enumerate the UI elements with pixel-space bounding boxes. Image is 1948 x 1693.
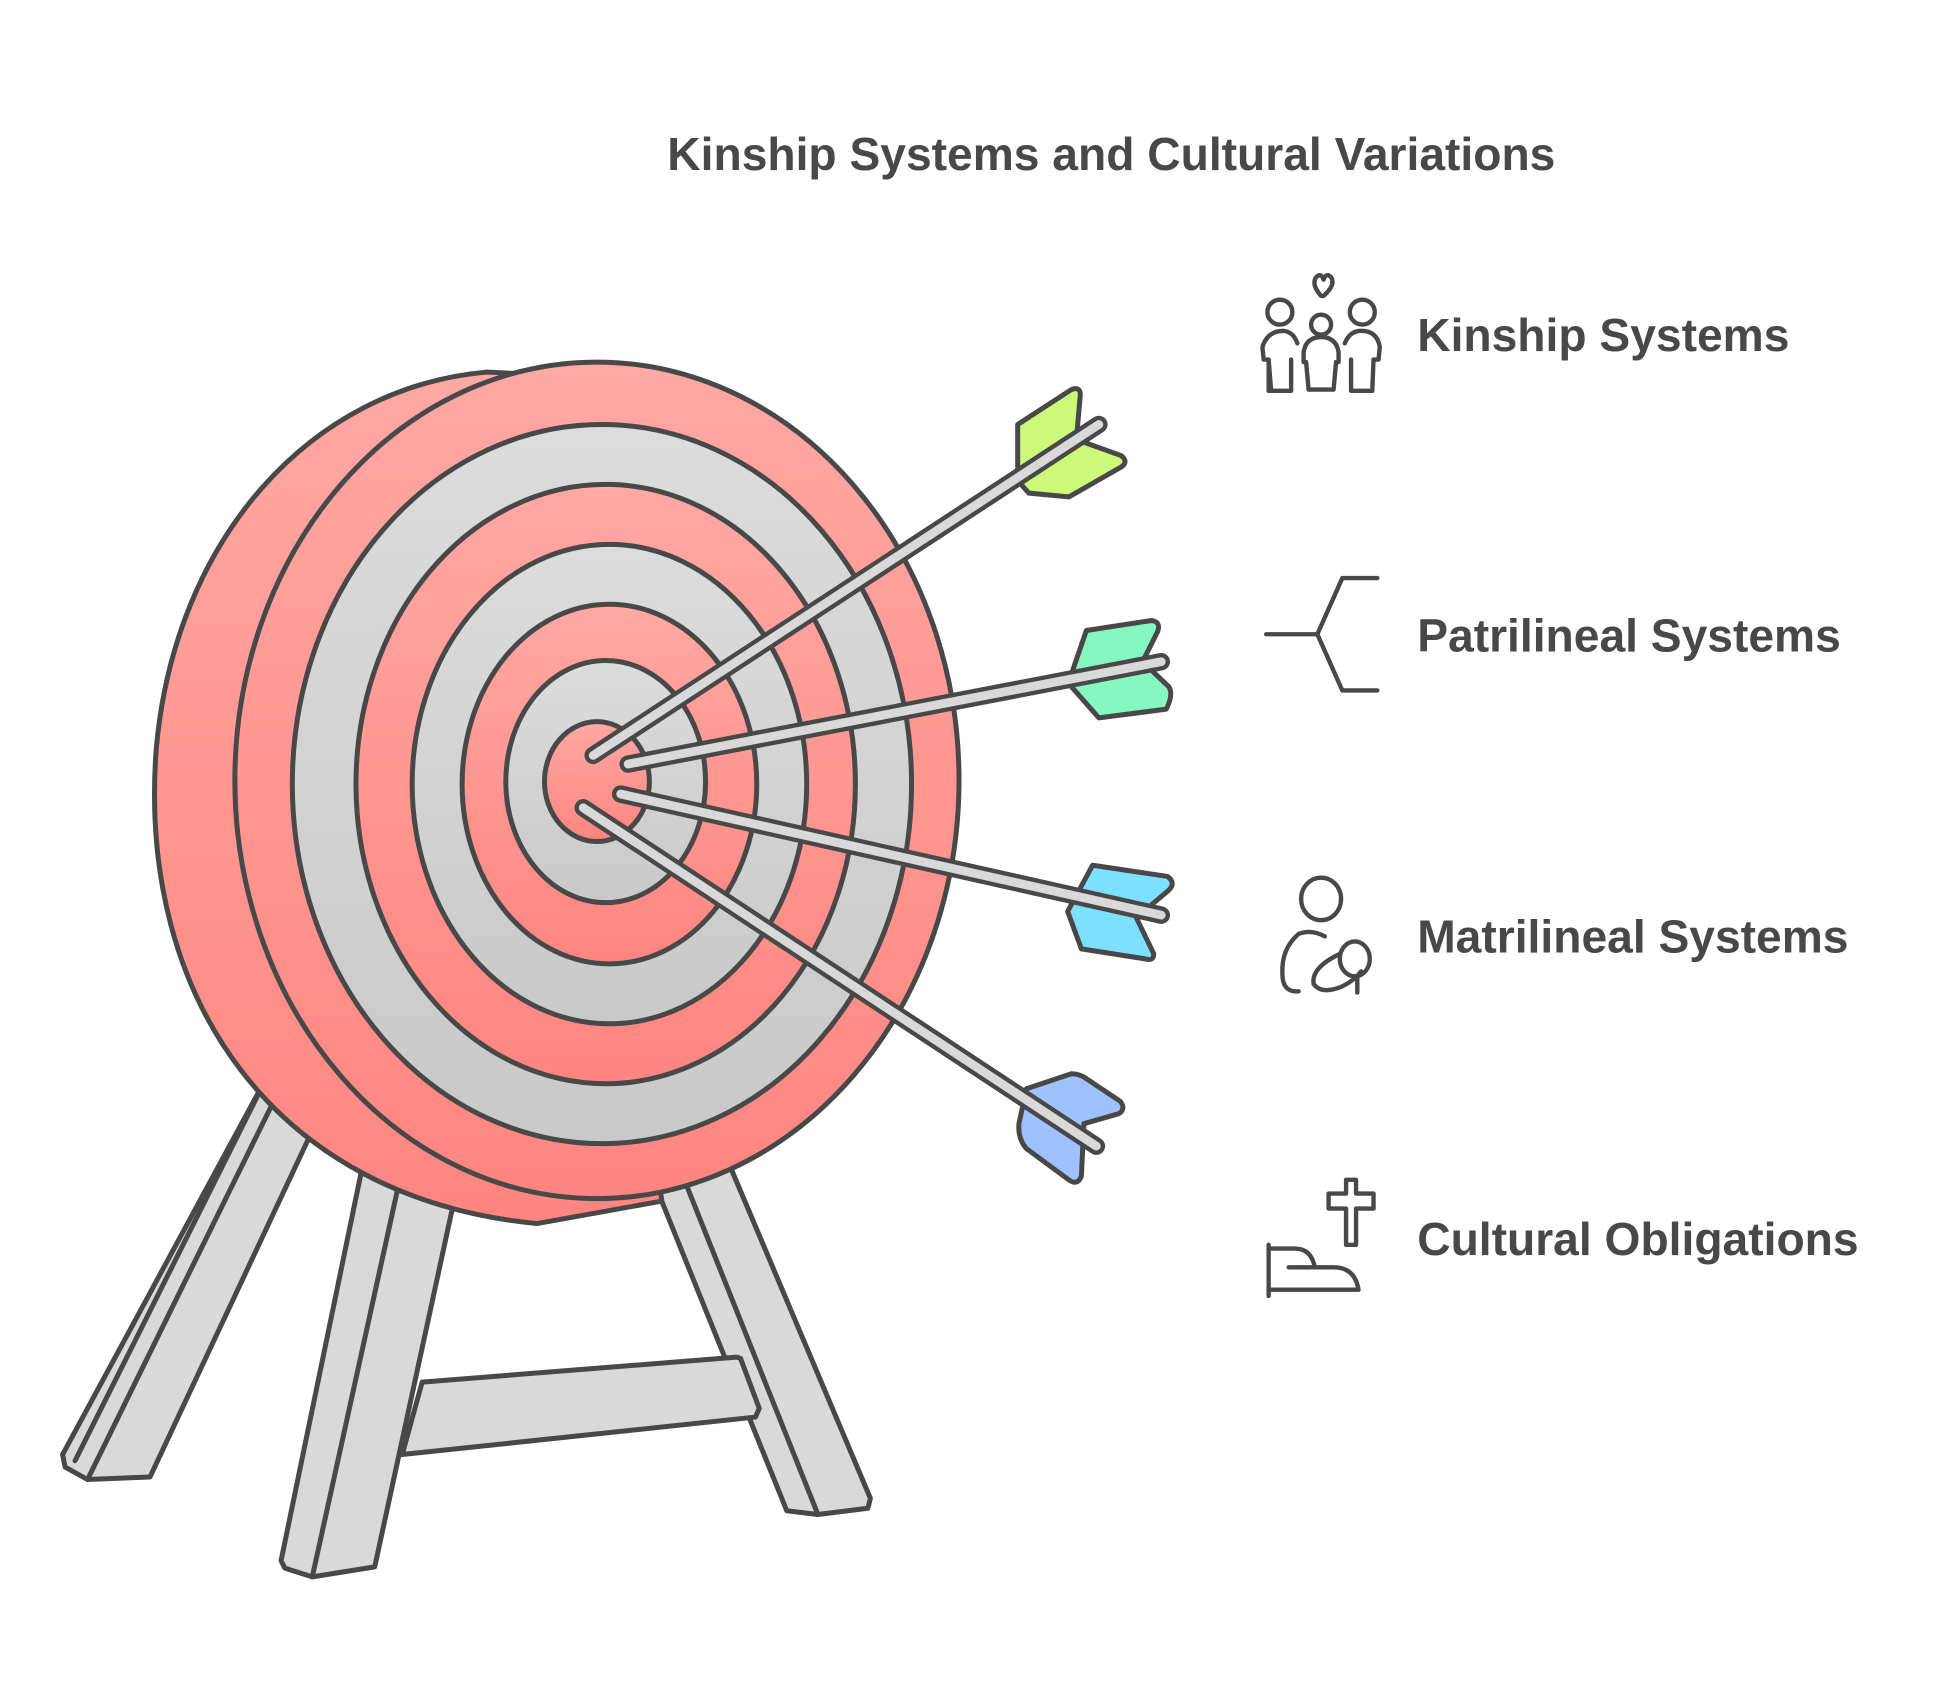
legend-item-cultural: Cultural Obligations bbox=[1266, 1177, 1859, 1299]
stand-leg-right bbox=[653, 1164, 873, 1517]
diagram-title: Kinship Systems and Cultural Variations bbox=[667, 128, 1555, 180]
legend-label: Cultural Obligations bbox=[1417, 1213, 1858, 1265]
stand-leg-left bbox=[60, 1071, 330, 1482]
legend-label: Patrilineal Systems bbox=[1417, 610, 1841, 662]
legend-item-patrilineal: Patrilineal Systems bbox=[1263, 575, 1841, 693]
arrow-4 bbox=[574, 799, 1126, 1185]
legend-item-kinship: Kinship Systems bbox=[1260, 273, 1789, 393]
arrow-3 bbox=[611, 785, 1175, 962]
family-icon bbox=[1260, 273, 1382, 393]
legend-label: Kinship Systems bbox=[1417, 309, 1789, 361]
mother-child-icon bbox=[1280, 875, 1372, 995]
legend-label: Matrilineal Systems bbox=[1417, 911, 1848, 963]
hand-cross-icon bbox=[1266, 1177, 1376, 1299]
legend-item-matrilineal: Matrilineal Systems bbox=[1280, 875, 1849, 995]
target-bullseye bbox=[542, 719, 652, 845]
stand-crossbar bbox=[399, 1354, 762, 1458]
arrow-1 bbox=[584, 386, 1128, 765]
stand-leg-front bbox=[278, 1164, 459, 1580]
arrow-2 bbox=[619, 618, 1174, 773]
target-board bbox=[152, 359, 962, 1227]
branch-bracket-icon bbox=[1263, 575, 1380, 693]
